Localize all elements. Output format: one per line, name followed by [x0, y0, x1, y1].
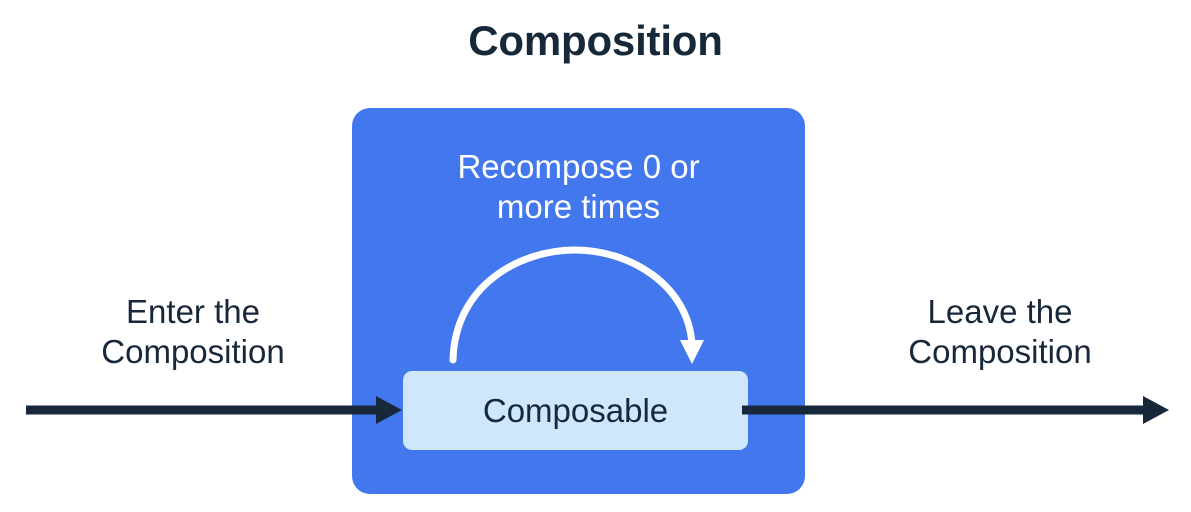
enter-caption-line-1: Enter the [126, 293, 260, 330]
recompose-label-line-2: more times [496, 188, 661, 226]
enter-composition-caption: Enter the Composition [38, 292, 348, 373]
recompose-label-line-1: Recompose 0 or [457, 148, 700, 185]
page-title: Composition [468, 17, 723, 64]
leave-caption-line-1: Leave the [927, 293, 1073, 330]
composable-box: Composable [403, 371, 748, 450]
recompose-label: Recompose 0 or more times [402, 147, 755, 228]
composable-label: Composable [482, 392, 669, 429]
leave-caption-line-2: Composition [908, 333, 1092, 371]
arrow-right-icon-leave [742, 396, 1169, 424]
curved-loop-arrow-icon [449, 246, 704, 364]
enter-caption-line-2: Composition [101, 333, 285, 371]
leave-composition-caption: Leave the Composition [845, 292, 1155, 373]
arrow-right-icon-enter [26, 396, 402, 424]
